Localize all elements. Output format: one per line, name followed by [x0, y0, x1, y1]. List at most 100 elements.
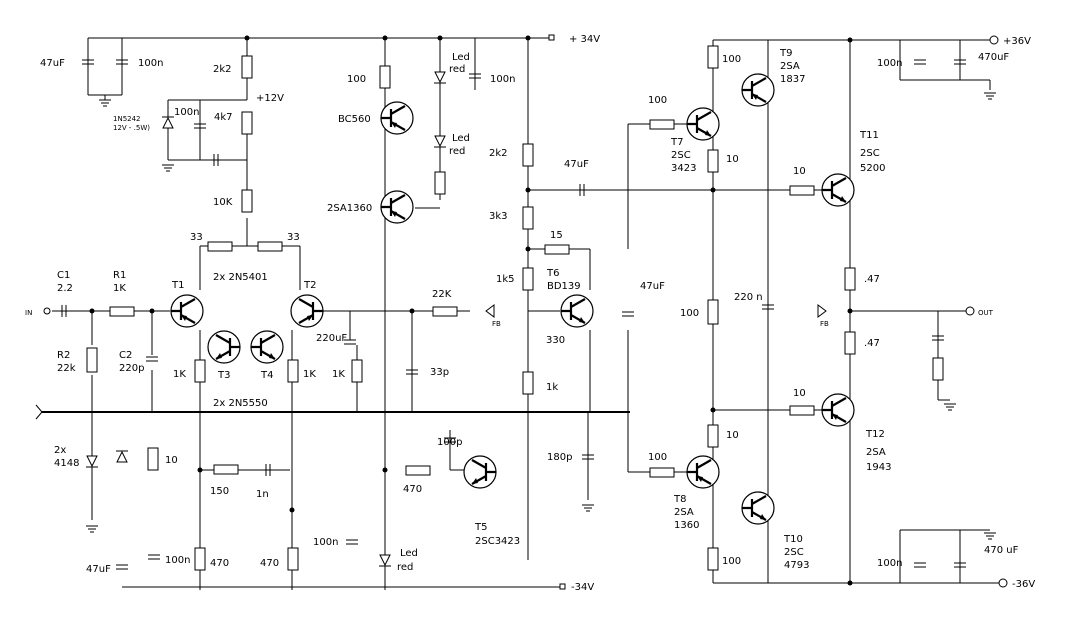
capacitor-33p [406, 369, 418, 375]
resistor-1k-c [351, 359, 363, 383]
value-150: 150 [210, 486, 229, 497]
capacitor-100n-led [469, 73, 481, 79]
ground-marker [35, 404, 43, 420]
resistor-3k3 [522, 206, 534, 230]
capacitor-47uf-bottom [116, 564, 128, 570]
output-label: OUT [978, 309, 994, 317]
resistor-1k-a [194, 359, 206, 383]
t7-part-b: 3423 [671, 163, 696, 174]
value-470uf-neg: 470 uF [984, 545, 1019, 556]
t5-ref: T5 [474, 522, 487, 533]
capacitor-470uf-neg [954, 562, 966, 568]
transistor-t2sa1360 [380, 190, 414, 224]
value-220uf: 220uF [316, 333, 347, 344]
rail-pos12-label: +12V [256, 93, 284, 104]
diodes-count: 2x [54, 445, 66, 456]
resistor-33-b [257, 241, 283, 252]
ground-symbol [86, 525, 98, 533]
resistor-10-t12 [789, 405, 815, 416]
r2-ref: R2 [57, 350, 70, 361]
pair-npn-label: 2x 2N5550 [213, 398, 268, 409]
ground-symbol [99, 99, 111, 107]
value-33p: 33p [430, 367, 449, 378]
t6-ref: T6 [546, 268, 559, 279]
value-180p: 180p [547, 452, 572, 463]
value-47uf-bottom: 47uF [86, 564, 111, 575]
t2-ref: T2 [303, 280, 316, 291]
trimmer-10k [241, 189, 253, 213]
value-22k: 22K [432, 289, 452, 300]
transistor-t11 [821, 173, 855, 207]
resistor-33-a [207, 241, 233, 252]
capacitor-zobel [932, 335, 944, 341]
transistor-t1 [170, 294, 204, 328]
transistor-t6 [560, 294, 594, 328]
resistor-zobel [932, 357, 944, 381]
resistor-100-t7 [649, 119, 675, 130]
t10-part-a: 2SC [784, 547, 804, 558]
ground-symbol [582, 504, 594, 512]
value-10-t11: 10 [793, 166, 806, 177]
capacitor-100p [444, 437, 456, 443]
value-100-t7: 100 [648, 95, 667, 106]
transistor-t3 [207, 330, 241, 364]
fb-label: FB [820, 320, 829, 328]
transistor-t9 [741, 73, 775, 107]
value-100-t8: 100 [648, 452, 667, 463]
value-100n-led: 100n [490, 74, 515, 85]
zener-spec: 12V - .5W) [113, 124, 150, 132]
capacitor-220n [762, 304, 774, 310]
t11-part-a: 2SC [860, 148, 880, 159]
value-100n-zener: 100n [174, 107, 199, 118]
capacitor-180p [582, 454, 594, 460]
value-470-vas: 470 [403, 484, 422, 495]
t12-ref: T12 [865, 429, 885, 440]
value-47uf: 47uF [40, 58, 65, 69]
input-label: IN [25, 309, 32, 317]
resistor-150 [213, 464, 239, 475]
value-10-input: 10 [165, 455, 178, 466]
rail-pos34-label: + 34V [569, 34, 600, 45]
diode-4148-a [86, 455, 98, 468]
capacitor-470uf-pos [954, 59, 966, 65]
capacitor-47uf-bias [579, 184, 585, 196]
capacitor-47uf-t6 [622, 311, 634, 317]
value-047-b: .47 [864, 338, 880, 349]
value-33-b: 33 [287, 232, 300, 243]
value-100n-vas: 100n [313, 537, 338, 548]
value-1k-b: 1K [303, 369, 316, 380]
pos36-terminal [989, 35, 999, 45]
value-100: 100 [347, 74, 366, 85]
value-10-bot: 10 [726, 430, 739, 441]
capacitor-c2 [146, 356, 158, 362]
rail-neg34-label: -34V [571, 582, 594, 593]
ground-symbol [944, 403, 956, 411]
zener-diode [162, 116, 174, 129]
c2-value: 220p [119, 363, 144, 374]
resistor-10-top [707, 149, 719, 173]
value-10k: 10K [213, 197, 233, 208]
led-1-label-b: red [449, 64, 465, 75]
value-1k-a: 1K [173, 369, 186, 380]
capacitor-12v [213, 154, 219, 166]
bc560-ref: BC560 [338, 114, 371, 125]
value-2k2: 2k2 [213, 64, 232, 75]
capacitor-100n-zener [194, 123, 206, 129]
transistor-t2 [290, 294, 324, 328]
t8-part-a: 2SA [674, 507, 694, 518]
value-470-a: 470 [210, 558, 229, 569]
value-1k-c: 1K [332, 369, 345, 380]
resistor-22k [432, 306, 458, 317]
value-100n-bottom: 100n [165, 555, 190, 566]
resistor-100-bot [707, 547, 719, 571]
transistor-t5 [463, 455, 497, 489]
value-100-bot: 100 [722, 556, 741, 567]
pair-pnp-label: 2x 2N5401 [213, 272, 268, 283]
ground-symbol [162, 164, 174, 172]
transistor-t8 [686, 455, 720, 489]
transistor-t7 [686, 107, 720, 141]
resistor-2k2-bias [522, 143, 534, 167]
t1-ref: T1 [171, 280, 184, 291]
transistor-t4 [250, 330, 284, 364]
c1-ref: C1 [57, 270, 70, 281]
